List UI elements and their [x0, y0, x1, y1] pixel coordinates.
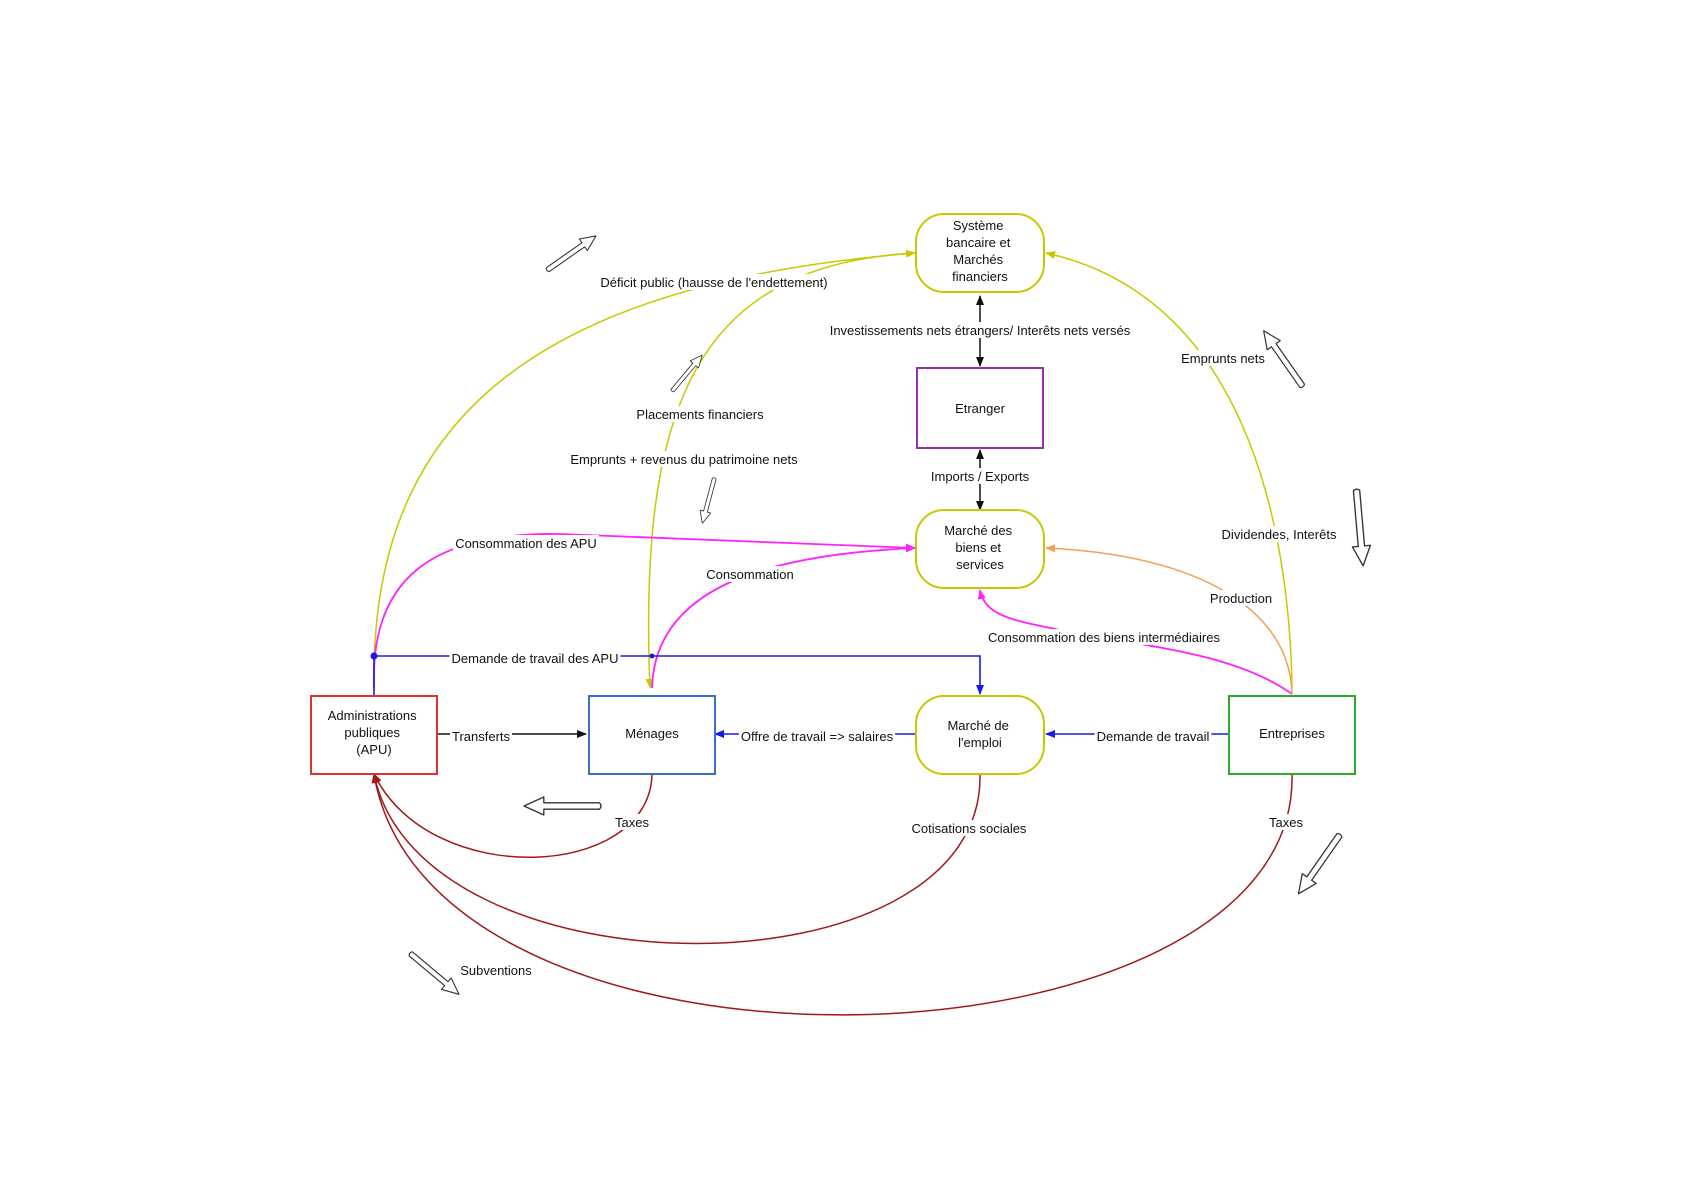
label-consommation: Consommation	[706, 567, 793, 582]
label-imports-exports: Imports / Exports	[931, 469, 1030, 484]
node-apu: Administrations publiques (APU)	[310, 695, 438, 775]
hollow-arrow-icon	[523, 796, 602, 816]
edge-consommation	[651, 544, 916, 689]
node-marche-emploi-line-1: Marché de	[947, 718, 1008, 733]
label-taxes-entreprises: Taxes	[1269, 815, 1303, 830]
label-consommation-apu: Consommation des APU	[455, 536, 597, 551]
node-etranger-label: Etranger	[955, 401, 1006, 416]
label-emprunts-nets: Emprunts nets	[1181, 351, 1265, 366]
label-investissements: Investissements nets étrangers/ Interêts…	[830, 323, 1131, 338]
edge-taxes-menages	[373, 773, 653, 858]
label-cotisations: Cotisations sociales	[912, 821, 1027, 836]
label-demande-travail: Demande de travail	[1097, 729, 1210, 744]
node-marche-emploi: Marché de l'emploi	[915, 695, 1045, 775]
nodes: Système bancaire et Marchés financiers E…	[310, 213, 1356, 775]
hollow-arrow-icon	[404, 946, 465, 1001]
label-placements: Placements financiers	[636, 407, 764, 422]
label-emprunts-revenus: Emprunts + revenus du patrimoine nets	[570, 452, 798, 467]
edge-labels: Déficit public (hausse de l'endettement)…	[449, 274, 1339, 978]
label-conso-intermediaires: Consommation des biens intermédiaires	[988, 630, 1220, 645]
node-etranger: Etranger	[916, 367, 1044, 449]
hollow-arrow-icon	[1290, 828, 1348, 900]
hollow-arrow-icon	[542, 229, 601, 277]
node-entreprises-label: Entreprises	[1259, 726, 1325, 741]
label-taxes-menages: Taxes	[615, 815, 649, 830]
edge-taxes-entreprises	[371, 773, 1293, 1016]
node-apu-line-2: publiques	[344, 725, 400, 740]
junction-menages	[649, 653, 655, 659]
label-offre-travail: Offre de travail => salaires	[741, 729, 894, 744]
label-deficit: Déficit public (hausse de l'endettement)	[600, 275, 827, 290]
hollow-arrow-icon	[696, 475, 721, 526]
node-menages: Ménages	[588, 695, 716, 775]
node-apu-line-3: (APU)	[356, 742, 391, 757]
svg-text:Système bancaire et: Système bancaire et Marchés financiers	[946, 218, 1014, 284]
label-demande-travail-apu: Demande de travail des APU	[452, 651, 619, 666]
label-dividendes: Dividendes, Interêts	[1222, 527, 1337, 542]
node-marche-emploi-line-2: l'emploi	[958, 735, 1002, 750]
edge-emprunts-nets	[1045, 251, 1293, 689]
node-banque: Système bancaire et Marchés financiers	[915, 213, 1045, 293]
edge-deficit-public	[373, 249, 916, 689]
node-apu-line-1: Administrations	[328, 708, 417, 723]
junction-apu	[370, 652, 378, 660]
node-banque-line-1: Système	[953, 218, 1004, 233]
node-marche-biens: Marché des biens et services	[915, 509, 1045, 589]
node-marche-biens-line-2: biens et	[955, 540, 1001, 555]
edge-production	[1045, 544, 1293, 695]
svg-text:Administrations publiq: Administrations publiques (APU)	[328, 708, 421, 757]
hollow-arrow-icon	[1346, 487, 1373, 568]
svg-text:Etranger: Etranger	[955, 401, 1006, 416]
label-transferts: Transferts	[452, 729, 511, 744]
label-subventions: Subventions	[460, 963, 532, 978]
node-marche-biens-line-1: Marché des	[944, 523, 1012, 538]
svg-text:Marché de l'emploi: Marché de l'emploi	[947, 718, 1012, 750]
edge-placements-financiers	[645, 252, 916, 689]
svg-text:Marché des biens et: Marché des biens et services	[944, 523, 1016, 572]
edge-cotisations	[371, 773, 981, 945]
node-banque-line-3: Marchés	[953, 252, 1003, 267]
node-banque-line-2: bancaire et	[946, 235, 1011, 250]
node-marche-biens-line-3: services	[956, 557, 1004, 572]
node-entreprises: Entreprises	[1228, 695, 1356, 775]
label-production: Production	[1210, 591, 1272, 606]
node-menages-label: Ménages	[625, 726, 679, 741]
edge-consommation-apu	[373, 533, 916, 689]
svg-text:Ménages: Ménages	[625, 726, 679, 741]
edge-demande-travail-apu	[373, 655, 984, 696]
flow-direction-arrows	[404, 229, 1373, 1001]
node-banque-line-4: financiers	[952, 269, 1008, 284]
svg-text:Entreprises: Entreprises	[1259, 726, 1325, 741]
